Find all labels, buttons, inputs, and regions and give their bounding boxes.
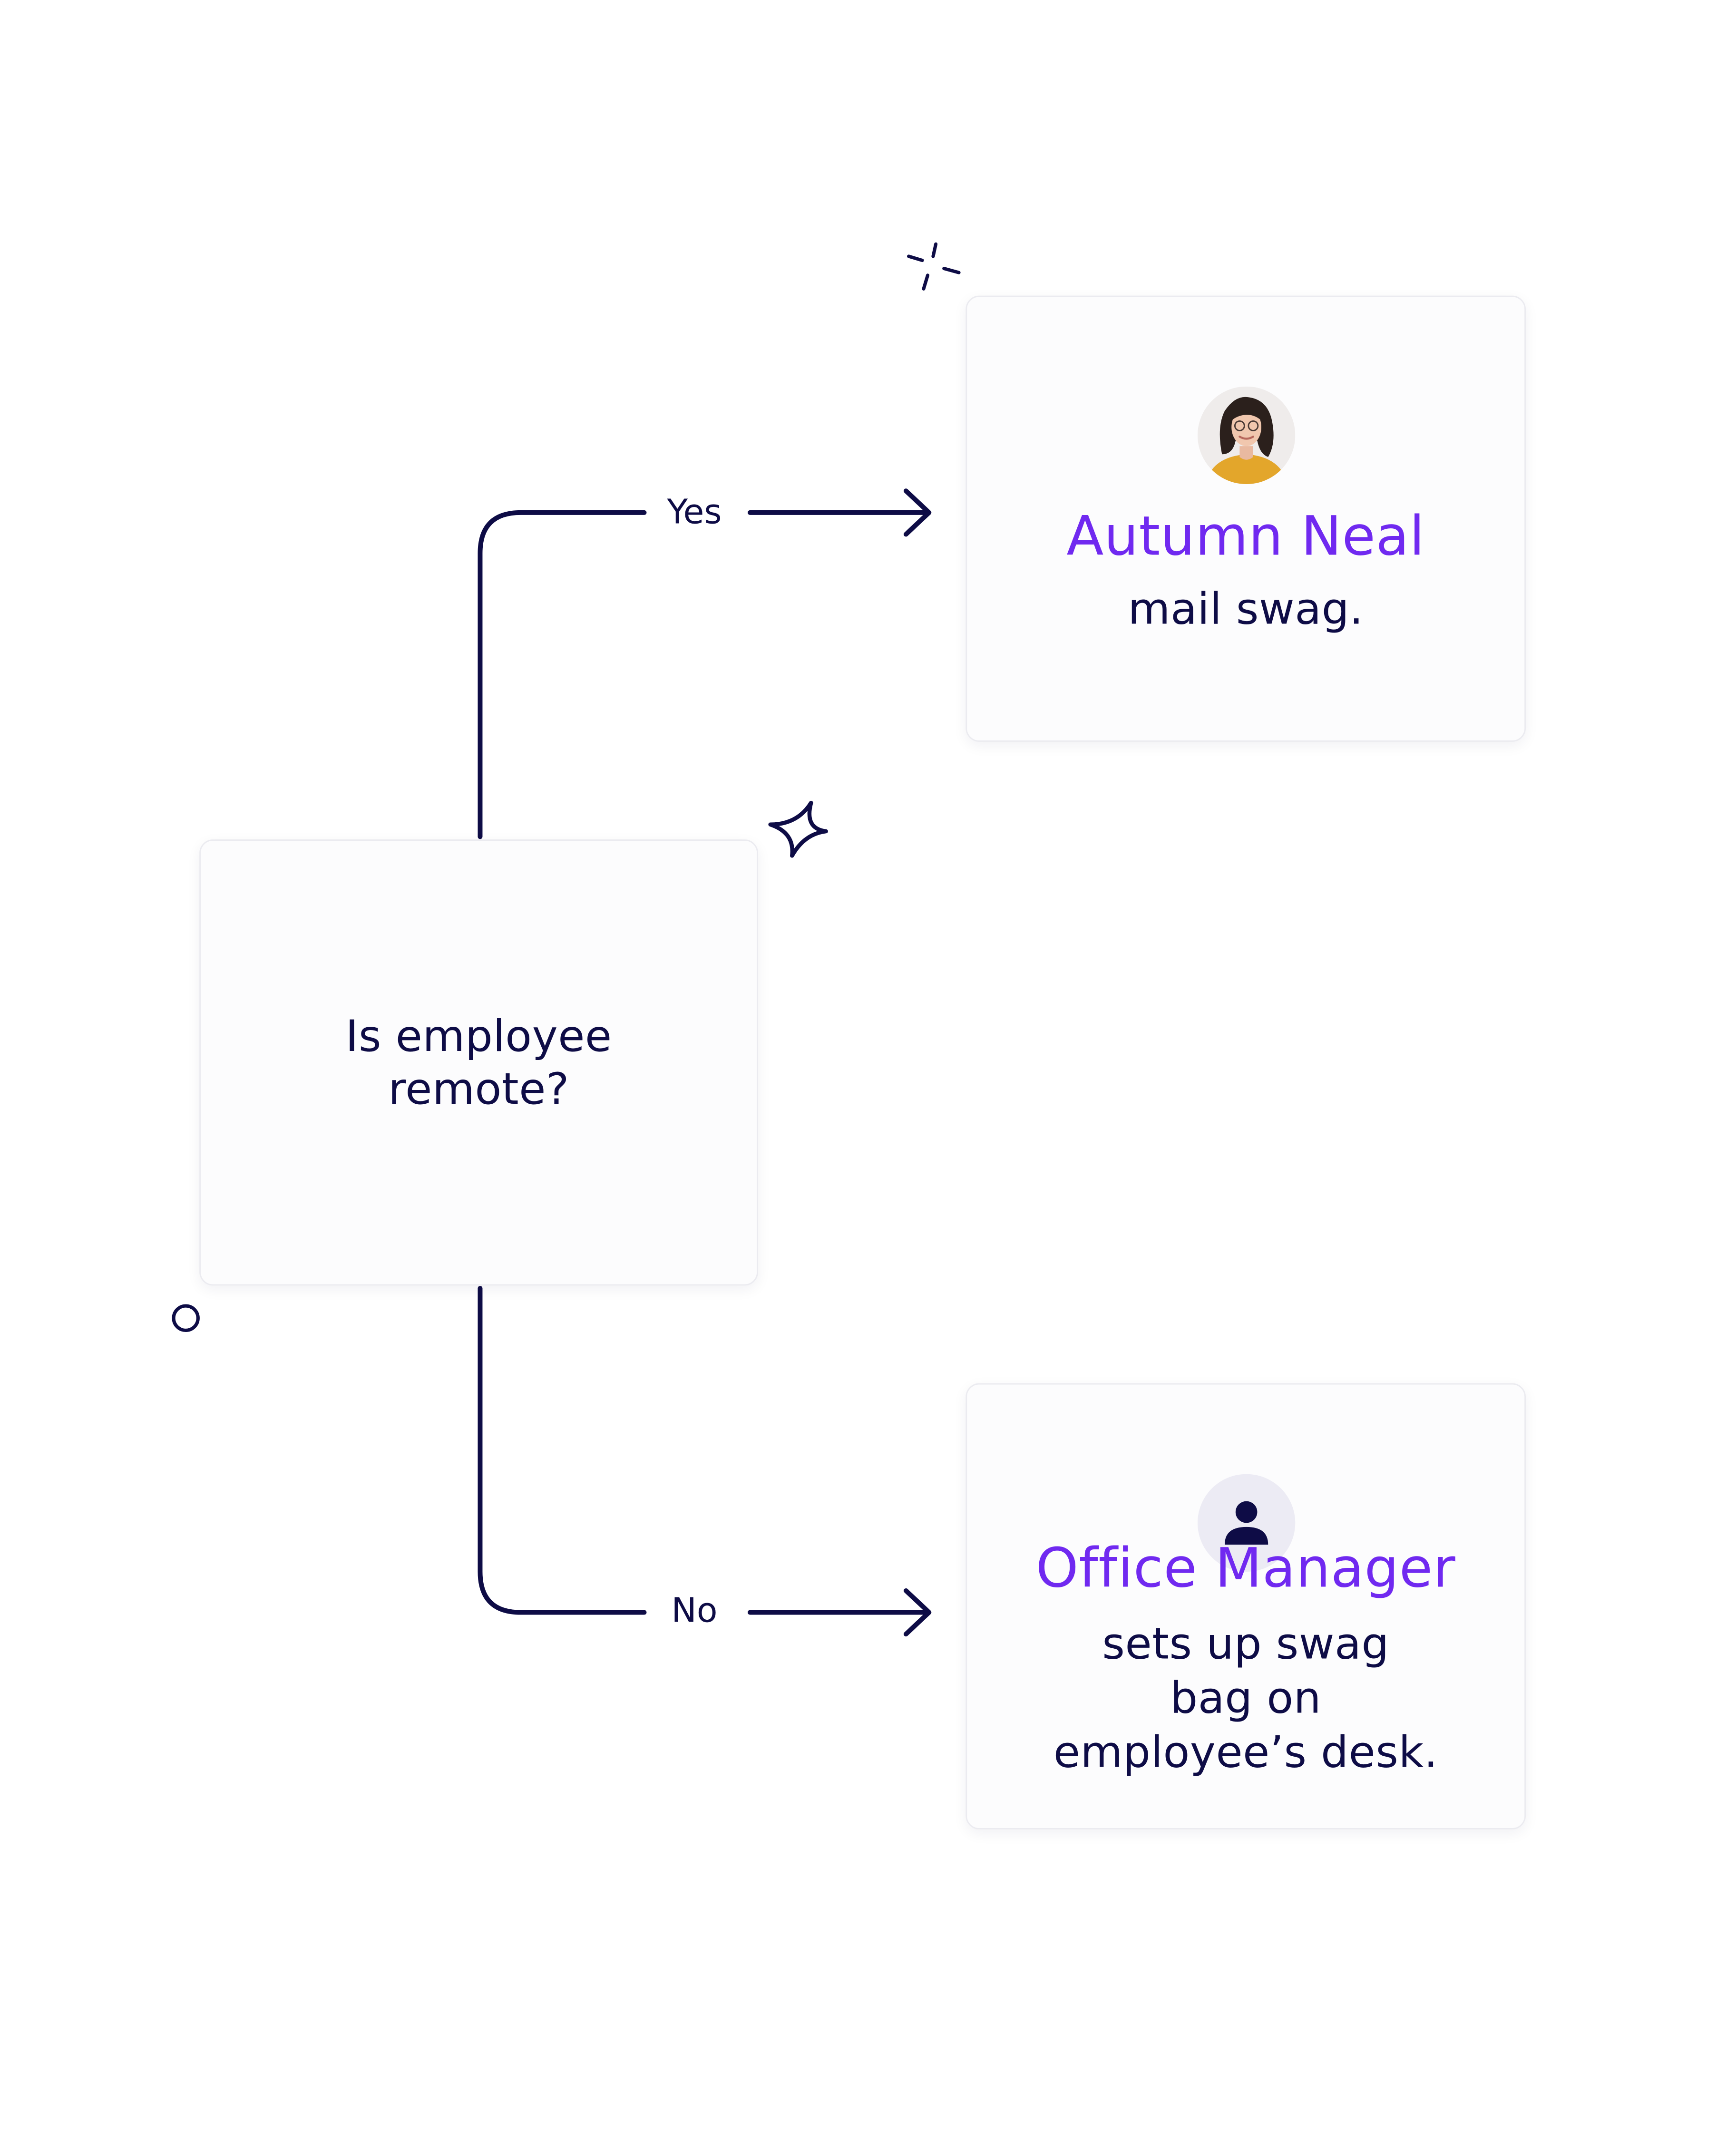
yes-label: Yes: [667, 492, 722, 532]
no-label: No: [671, 1590, 718, 1630]
yes-arrow: [747, 488, 932, 537]
user-icon: [1197, 1474, 1296, 1572]
decision-question: Is employee remote?: [345, 1010, 612, 1114]
task-description: sets up swag bag on employee’s desk.: [1053, 1617, 1438, 1778]
no-outcome-card: Office Manager sets up swag bag on emplo…: [966, 1383, 1526, 1829]
ring-icon: [172, 1304, 200, 1332]
sparkle-burst-icon: [907, 242, 961, 291]
no-arrow: [747, 1588, 932, 1637]
task-description: mail swag.: [1128, 583, 1364, 635]
owner-name: Autumn Neal: [1066, 506, 1425, 568]
yes-outcome-card: Autumn Neal mail swag.: [966, 295, 1526, 742]
decision-card: Is employee remote?: [199, 839, 759, 1286]
owner-name: Office Manager: [1035, 1537, 1456, 1600]
person-photo: [1197, 386, 1296, 485]
four-point-star-icon: [768, 800, 828, 858]
yes-connector: [478, 510, 647, 839]
no-connector: [478, 1286, 647, 1615]
